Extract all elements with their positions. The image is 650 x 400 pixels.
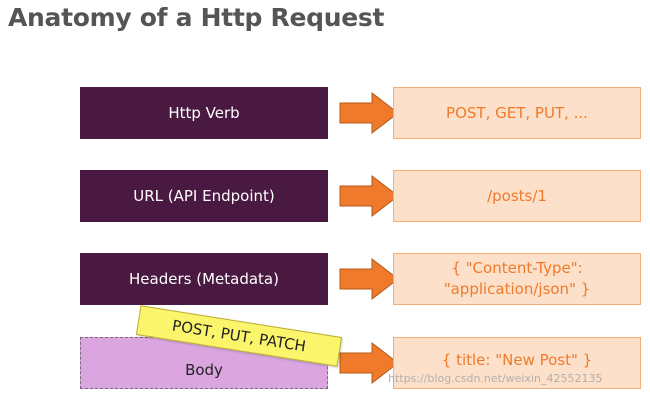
headers-value-box: { "Content-Type": "application/json" }: [393, 253, 641, 305]
url-value-box: /posts/1: [393, 170, 641, 222]
body-value: { title: "New Post" }: [441, 350, 593, 369]
body-label: Body: [185, 361, 223, 379]
http-verb-box: Http Verb: [80, 87, 328, 139]
headers-box: Headers (Metadata): [80, 253, 328, 305]
http-verb-values-box: POST, GET, PUT, ...: [393, 87, 641, 139]
watermark: https://blog.csdn.net/weixin_42552135: [388, 372, 603, 385]
body-value-box: { title: "New Post" }: [393, 337, 641, 389]
arrow-right-icon: [339, 257, 399, 301]
url-value: /posts/1: [487, 186, 547, 205]
url-box: URL (API Endpoint): [80, 170, 328, 222]
headers-value-line-2: "application/json" }: [443, 280, 591, 298]
diagram-title: Anatomy of a Http Request: [8, 3, 385, 32]
arrow-right-icon: [339, 174, 399, 218]
headers-value-line-1: { "Content-Type":: [451, 259, 583, 277]
arrow-right-icon: [339, 341, 399, 385]
arrow-right-icon: [339, 91, 399, 135]
http-verb-values: POST, GET, PUT, ...: [446, 103, 588, 122]
